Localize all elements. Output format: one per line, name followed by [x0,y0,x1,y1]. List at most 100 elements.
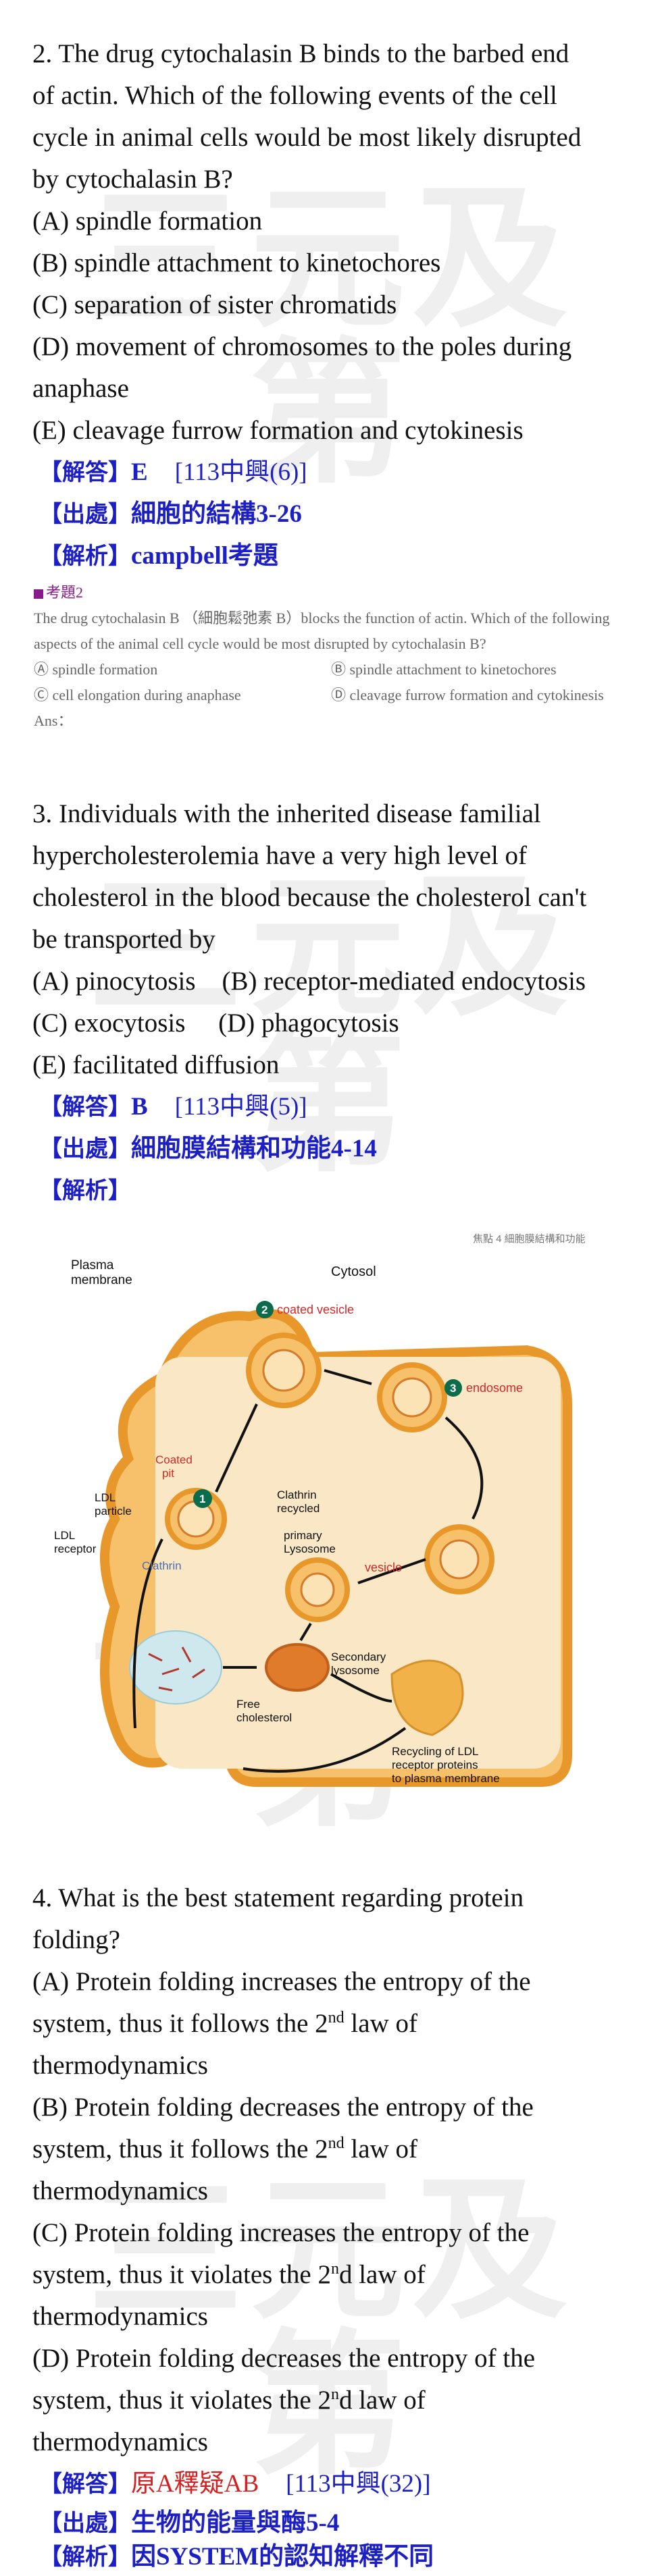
ldl-particle [177,1500,215,1538]
analysis-value: 因SYSTEM的認知解釋不同 [131,2543,434,2571]
lysosome-core [300,1572,335,1607]
option-a: (A) Protein folding increases the entrop… [32,1967,531,1996]
label-secondary-lysosome: Secondary [331,1651,386,1663]
source-line: 【出處】細胞膜結構和功能4-14 [39,1134,377,1164]
label-coated-vesicle: coated vesicle [277,1303,354,1316]
clip-option-c: Ⓒ cell elongation during anaphase [34,687,241,703]
analysis-key: 【解析】 [39,1177,131,1204]
arrow [243,1727,407,1773]
source-line: 【出處】細胞的結構3-26 [39,500,302,529]
question-text: hypercholesterolemia have a very high le… [32,841,528,870]
option-c-cont: system, thus it violates the 2nd law of [32,2260,426,2289]
option-c: (C) separation of sister chromatids [32,290,397,319]
clip-heading: 考題2 [34,581,83,605]
question-text: by cytochalasin B? [32,165,233,194]
source-line: 【出處】生物的能量與酶5-4 [39,2508,339,2538]
option-a-cont: system, thus it follows the 2nd law of [32,2009,417,2038]
answer-line: 【解答】E [113中興(6)] [39,458,307,487]
label-free-cholesterol: Free [236,1698,260,1711]
option-b-cont: thermodynamics [32,2176,208,2205]
label-ldl-receptor: receptor [54,1542,97,1555]
option-a: (A) spindle formation [32,207,263,236]
label-ldl-particle: LDL [95,1491,116,1504]
analysis-key: 【解析】 [39,2544,131,2571]
option-e: (E) facilitated diffusion [32,1050,280,1079]
question-text: cholesterol in the blood because the cho… [32,883,587,912]
label-coated-pit: Coated [155,1453,193,1466]
figure-header: 焦點 4 細胞膜結構和功能 [473,1233,586,1245]
step-3-badge [444,1379,462,1397]
answer-value: E [131,458,148,486]
answer-line: 【解答】B[113中興(5)] [39,1092,307,1122]
arrow [215,1403,258,1493]
free-cholesterol [129,1630,222,1705]
question-text: be transported by [32,925,215,954]
clip-ans: Ans： [34,712,73,729]
label-primary-lysosome: Lysosome [284,1542,336,1555]
vesicle-core [262,1349,305,1392]
option-d: (D) Protein folding decreases the entrop… [32,2344,536,2373]
endosome-core [392,1377,432,1418]
answer-key: 【解答】 [39,2471,131,2498]
recycling-vesicle [390,1659,464,1736]
arrow [357,1558,426,1584]
step-2-badge [256,1301,274,1318]
step-2-number: 2 [261,1304,268,1316]
label-plasma-membrane: membrane [71,1273,132,1287]
option-b: (B) Protein folding decreases the entrop… [32,2093,534,2122]
clip-option-a: Ⓐ spindle formation [34,661,158,678]
answer-reference: [113中興(5)] [174,1093,307,1121]
option-b-cont: system, thus it follows the 2nd law of [32,2135,417,2164]
option-b: (B) spindle attachment to kinetochores [32,248,441,277]
label-secondary-lysosome: lysosome [331,1664,380,1677]
answer-value: 原A釋疑AB [131,2470,259,2498]
source-value: 細胞的結構3-26 [131,500,302,528]
label-cytosol: Cytosol [331,1264,376,1279]
answer-key: 【解答】 [39,1094,131,1121]
step-1-number: 1 [199,1493,205,1505]
source-key: 【出處】 [39,2510,131,2537]
step-3-number: 3 [450,1382,456,1395]
cytosol-area [155,1357,561,1769]
label-coated-pit: pit [162,1467,174,1480]
label-clathrin-recycled: recycled [277,1502,320,1515]
analysis-key: 【解析】 [39,543,131,570]
source-key: 【出處】 [39,1135,131,1162]
analysis-line: 【解析】campbell考題 [39,541,278,571]
label-free-cholesterol: cholesterol [236,1711,292,1724]
label-clathrin-recycled: Clathrin [277,1488,317,1501]
answer-line: 【解答】原A釋疑AB [113中興(32)] [39,2469,431,2499]
label-ldl-receptor: LDL [54,1529,75,1542]
arrow [330,1673,392,1702]
question-text: 4. What is the best statement regarding … [32,1883,524,1912]
clip-text: aspects of the animal cell cycle would b… [34,635,486,652]
answer-reference: [113中興(6)] [174,458,307,486]
option-a-b: (A) pinocytosis (B) receptor-mediated en… [32,967,586,996]
label-primary-lysosome: primary [284,1529,322,1542]
label-clathrin: Clathrin [142,1559,182,1572]
label-recycling: receptor proteins [392,1759,478,1771]
answer-key: 【解答】 [39,459,131,486]
analysis-value: campbell考題 [131,542,278,570]
option-c-cont: thermodynamics [32,2302,208,2331]
option-e: (E) cleavage furrow formation and cytoki… [32,416,524,445]
label-ldl-particle: particle [95,1505,132,1518]
question-text: cycle in animal cells would be most like… [32,123,582,152]
option-a-cont: thermodynamics [32,2051,208,2080]
question-text: 3. Individuals with the inherited diseas… [32,799,541,828]
secondary-lysosome [265,1643,330,1692]
vesicle-core [439,1539,480,1580]
source-key: 【出處】 [39,501,131,528]
answer-reference: [113中興(32)] [286,2470,431,2498]
arrow [132,1538,163,1729]
source-value: 生物的能量與酶5-4 [131,2509,340,2537]
arrow [444,1416,484,1520]
cholesterol-molecules [148,1646,205,1692]
question-text: of actin. Which of the following events … [32,81,557,110]
clip-option-b: Ⓑ spindle attachment to kinetochores [331,661,557,678]
square-bullet-icon [34,589,43,599]
label-recycling: Recycling of LDL [392,1745,479,1758]
question-text: folding? [32,1925,120,1954]
label-plasma-membrane: Plasma [71,1258,114,1272]
ldl-endocytosis-figure: 焦點 4 細胞膜結構和功能 [54,1233,586,1787]
